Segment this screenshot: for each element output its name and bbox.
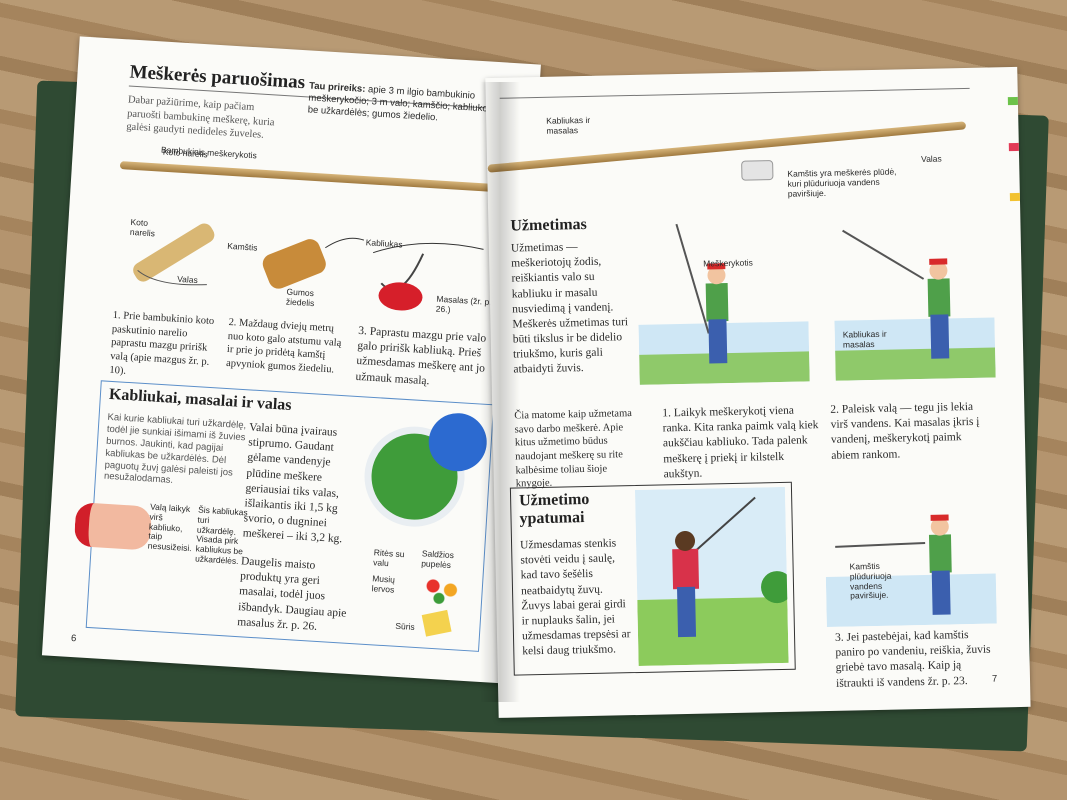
label-line: Valas — [176, 273, 199, 286]
beans-illustration — [418, 573, 465, 606]
open-book: Meškerės paruošimas Dabar pažiūrime, kai… — [40, 36, 1031, 718]
intro-text: Dabar pažiūrime, kaip pačiam paruošti ba… — [125, 94, 275, 142]
label-cork-float: Kamštis yra meškerės plūdė, kuri plūduri… — [787, 166, 897, 199]
intro-text-2: Čia matome kaip užmetama savo darbo mešk… — [514, 408, 632, 490]
figure-1-boy-holding-rod — [638, 223, 810, 385]
page-number-left: 6 — [70, 632, 77, 645]
step-3-text-right: 3. Jei pastebėjai, kad kamštis paniro po… — [834, 629, 991, 690]
figure-3-float — [825, 514, 997, 628]
step-1-text-right: 1. Laikyk meškerykotį viena ranka. Kita … — [662, 404, 819, 481]
label-cheese: Sūris — [395, 620, 416, 632]
tackle-info-box: Kabliukai, masalai ir valas Kai kurie ka… — [73, 380, 495, 652]
bamboo-rod-illustration — [119, 161, 540, 195]
label-cork: Kamštis — [226, 240, 258, 253]
label-line-top: Valas — [920, 153, 942, 164]
box-title-tips: Užmetimo ypatumai — [518, 490, 590, 528]
hand-illustration — [73, 502, 153, 551]
header-rule — [499, 87, 970, 99]
label-rod: Meškerykotis — [703, 257, 753, 269]
tips-text: Užmesdamas stenkis stovėti veidu į saulę… — [519, 537, 631, 658]
label-hold-line: Valą laikyk virš kabliuko, taip nesusiže… — [147, 501, 192, 554]
boy-casting-illustration — [634, 486, 789, 666]
label-sweet-beans: Saldžios pupelės — [420, 548, 455, 570]
casting-text: Užmetimas — meškeriotojų žodis, reiškian… — [510, 241, 629, 376]
label-maggots: Musių lervos — [371, 573, 396, 595]
label-rod-segment: Koto narelis — [129, 216, 156, 239]
step-1-text: 1. Prie bambukinio koto paskutinio narel… — [109, 309, 215, 377]
cheese-illustration — [421, 609, 452, 637]
cork-float-illustration — [741, 160, 774, 181]
bamboo-rod-label: Bambukinis meškerykotis — [160, 144, 258, 161]
edge-tab-yellow — [1009, 192, 1020, 202]
rod-tip-illustration — [133, 223, 215, 286]
box-title: Kabliukai, masalai ir valas — [108, 385, 293, 414]
book-gutter — [480, 82, 520, 702]
casting-tips-box: Užmetimo ypatumai Užmesdamas stenkis sto… — [509, 481, 796, 676]
edge-tab-green — [1007, 96, 1018, 106]
edge-tab-red — [1008, 142, 1019, 152]
cork-illustration — [262, 237, 365, 289]
box-text-line: Valai būna įvairaus stiprumo. Gaudant gė… — [242, 421, 343, 546]
label-float: Kamštis plūduriuoja vandens paviršiuje. — [849, 560, 892, 601]
label-hook-bait: Kabliukas ir masalas — [546, 114, 591, 136]
label-barbed-hook: Šis kabliukas turi užkardėlę. Visada pir… — [194, 504, 248, 566]
section-title-casting: Užmetimas — [510, 215, 587, 235]
label-hook-bait-2: Kabliukas ir masalas — [842, 328, 887, 350]
step-2-text: 2. Maždaug dviejų metrų nuo koto galo at… — [225, 317, 342, 376]
step-3-text: 3. Paprastu mazgu prie valo galo pririšk… — [355, 324, 487, 387]
step-2-text-right: 2. Paleisk valą — tegu jis lekia virš va… — [830, 400, 980, 462]
page-number-right: 7 — [991, 673, 998, 685]
box-text-hooks: Kai kurie kabliukai turi užkardėlę, todė… — [103, 411, 247, 487]
label-rubber-ring: Gumos žiedelis — [285, 286, 315, 308]
hook-bait-illustration — [372, 242, 484, 311]
box-text-bait: Daugelis maisto produktų yra geri masala… — [236, 555, 347, 633]
left-page: Meškerės paruošimas Dabar pažiūrime, kai… — [41, 36, 541, 684]
right-page: Kabliukas ir masalas Kamštis yra meškerė… — [485, 66, 1031, 718]
label-spools: Ritės su valu — [372, 547, 405, 568]
figure-2-boy-casting — [834, 229, 996, 381]
page-title: Meškerės paruošimas — [129, 61, 306, 94]
